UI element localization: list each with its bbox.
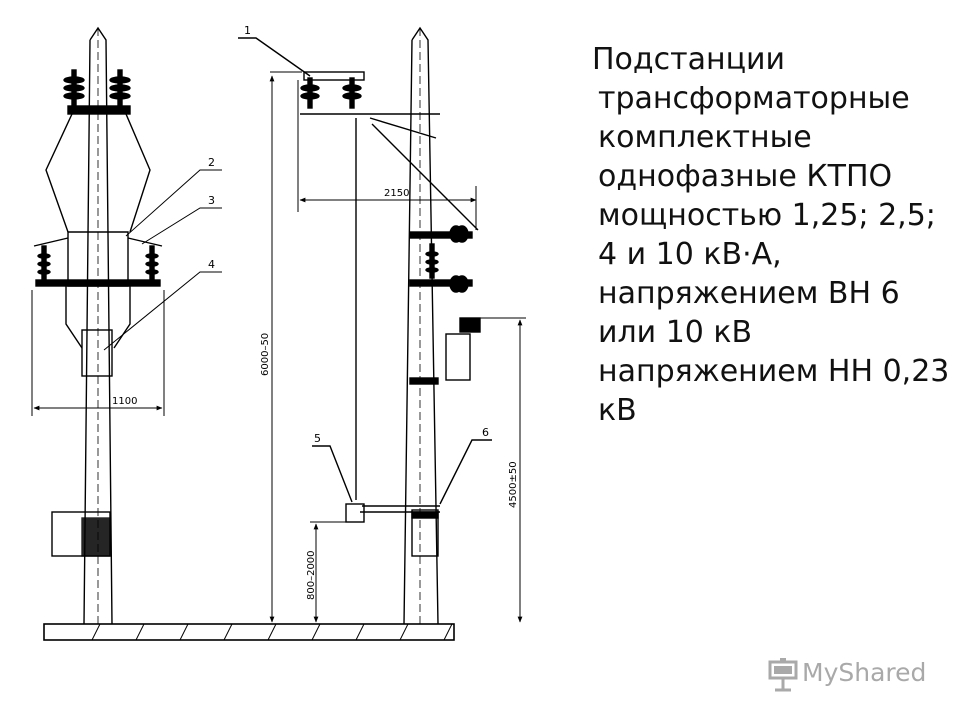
transformer-tank (445, 333, 471, 381)
dim-1100: 1100 (112, 396, 137, 407)
logo-text: MyShared (802, 658, 927, 687)
slide-caption: Подстанции трансформаторные комплектные … (592, 42, 950, 428)
projector-screen-icon (768, 658, 798, 692)
side-view (238, 26, 526, 625)
arrester-frame (45, 113, 151, 233)
myshared-logo: MyShared (768, 656, 938, 696)
callout-4: 4 (208, 258, 215, 271)
callout-2: 2 (208, 156, 215, 169)
callout-6: 6 (482, 426, 489, 439)
callout-lines-front (103, 169, 222, 351)
ground-slab (43, 623, 455, 641)
top-insulators (63, 69, 131, 115)
dim-800-2000: 800–2000 (306, 550, 317, 600)
dim-6000: 6000–50 (260, 333, 271, 376)
dim-2150: 2150 (384, 188, 409, 199)
callout-1: 1 (244, 24, 251, 37)
side-pole (403, 26, 439, 625)
dim-4500: 4500±50 (508, 461, 519, 508)
side-small-box (345, 503, 365, 523)
callout-5: 5 (314, 432, 321, 445)
technical-drawing: 1100 2 3 4 (31, 24, 526, 641)
front-view (31, 26, 165, 625)
callout-3: 3 (208, 194, 215, 207)
side-cabinet (411, 509, 439, 557)
